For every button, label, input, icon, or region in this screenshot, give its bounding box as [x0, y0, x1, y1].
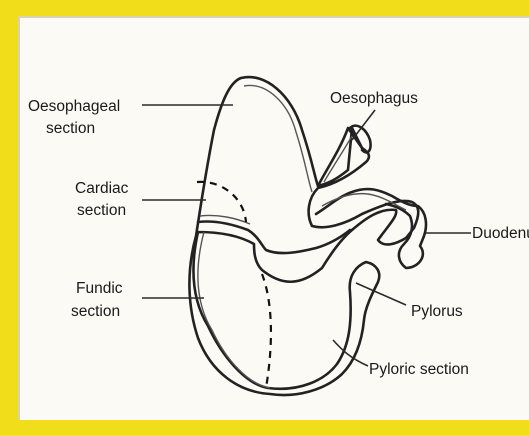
- leader-pylorus: [356, 283, 406, 305]
- stomach-outline: [189, 77, 418, 395]
- label-pylorus: Pylorus: [411, 303, 463, 320]
- fundic-pyloric-boundary-dashed: [262, 274, 271, 388]
- label-pyloric-section: Pyloric section: [369, 361, 469, 378]
- label-cardiac-line2: section: [77, 202, 126, 219]
- label-fundic-line1: Fundic: [76, 280, 123, 297]
- label-fundic-line2: section: [71, 303, 120, 320]
- label-oesophageal-line1: Oesophageal: [28, 98, 120, 115]
- label-oesophagus: Oesophagus: [330, 90, 418, 107]
- label-duodenum: Duodenum: [472, 225, 529, 242]
- labels: Oesophageal section Oesophagus Cardiac s…: [28, 90, 529, 378]
- label-cardiac-line1: Cardiac: [75, 180, 129, 197]
- section-boundaries: [197, 182, 350, 388]
- label-oesophageal-line2: section: [46, 120, 95, 137]
